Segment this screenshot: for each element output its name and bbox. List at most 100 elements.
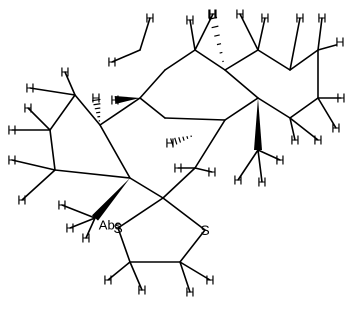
ring-bond	[164, 117, 226, 121]
hydrogen-atom-label: H	[331, 121, 340, 136]
h-c4a-bond	[317, 44, 337, 51]
hydrogen-atom-label: H	[25, 81, 34, 96]
ring-bond	[54, 169, 131, 179]
h-c9a-bond	[189, 19, 196, 51]
hash-stroke	[92, 98, 101, 102]
h-c6b-bond	[289, 117, 319, 141]
hash-stroke	[211, 25, 219, 29]
c7-methyl-wedge	[254, 98, 262, 150]
h-c21a-bond	[11, 159, 56, 171]
ring-bond	[49, 94, 76, 131]
h-c11b-bond	[111, 49, 141, 63]
ring-bond	[179, 229, 206, 263]
hydrogen-atom-label: H	[7, 123, 16, 138]
h-c4b-bond	[317, 17, 323, 51]
h-c23a-bond	[179, 261, 191, 293]
hydrogen-atom-label: H	[317, 11, 326, 26]
h-c2a-bond	[257, 17, 266, 51]
ring-bond	[164, 49, 196, 71]
hydrogen-atom-label: H	[173, 161, 182, 176]
hash-stroke	[178, 137, 182, 143]
methyl-h-bond	[69, 217, 96, 229]
hydrogen-atom-label: H	[165, 136, 174, 151]
sulfur-atom-label: S	[200, 222, 209, 238]
abs-stereo-label: Abs	[99, 218, 122, 233]
c17-methyl-wedge	[91, 178, 130, 221]
ring-bond	[162, 197, 206, 231]
h-c19a-bond	[64, 71, 76, 96]
sulfur-atom-label: S	[113, 220, 122, 236]
hydrogen-atom-label: H	[145, 11, 154, 26]
hydrogen-atom-label: H	[207, 7, 216, 22]
hash-stroke	[186, 135, 189, 139]
hydrogen-atom-label: H	[185, 285, 194, 300]
ring-bond	[257, 49, 291, 71]
hydrogen-atom-label: H	[17, 193, 26, 208]
hydrogen-atom-label: H	[260, 11, 269, 26]
h-c22b-bond	[129, 261, 143, 291]
hash-stroke	[208, 16, 218, 20]
hydrogen-atom-label: H	[233, 173, 242, 188]
methyl-h-bond	[61, 204, 96, 219]
h-c11a-bond	[139, 17, 151, 51]
hash-stroke	[96, 111, 101, 114]
bond-layer	[11, 13, 342, 293]
hydrogen-atom-label: H	[81, 231, 90, 246]
c12-wedge-h	[114, 96, 140, 104]
hash-stroke	[216, 43, 222, 46]
hash-stroke	[214, 34, 220, 37]
hydrogen-atom-label: H	[336, 91, 345, 106]
hydrogen-atom-label: H	[137, 283, 146, 298]
methyl-h-bond	[85, 217, 96, 239]
c14-hashed-h	[170, 135, 192, 147]
ring-bond	[49, 129, 56, 171]
hydrogen-atom-label: H	[235, 7, 244, 22]
hydrogen-atom-label: H	[57, 198, 66, 213]
h-c19b-bond	[29, 87, 76, 96]
hydrogen-atom-label: H	[335, 35, 344, 50]
hydrogen-atom-label: H	[107, 55, 116, 70]
ring-bond	[224, 97, 259, 121]
hydrogen-atom-label: H	[313, 133, 322, 148]
hydrogen-atom-label: H	[208, 7, 217, 22]
hash-stroke	[93, 103, 101, 106]
h-c21b-bond	[21, 169, 56, 201]
hydrogen-atom-label: H	[110, 93, 119, 108]
hash-stroke	[170, 138, 174, 147]
hydrogen-atom-label: H	[23, 101, 32, 116]
ring-bond	[194, 49, 226, 71]
ring-bond	[99, 124, 131, 179]
h-c5b-bond	[317, 97, 337, 129]
hydrogen-atom-label: H	[295, 11, 304, 26]
hash-stroke	[174, 137, 178, 145]
h-c15a-bond	[194, 167, 213, 173]
ring-bond	[257, 97, 291, 119]
ring-bond	[289, 97, 319, 119]
hydrogen-atom-label: H	[275, 153, 284, 168]
h-c23b-bond	[179, 261, 211, 281]
hydrogen-atom-label: H	[207, 165, 216, 180]
ring-bond	[117, 197, 164, 229]
methyl-h-bond	[257, 149, 263, 183]
h-c6a-bond	[289, 117, 296, 141]
hydrogen-atom-label: H	[60, 65, 69, 80]
h-c3a-bond	[289, 17, 301, 71]
ring-bond	[129, 177, 164, 199]
hydrogen-atom-label: H	[7, 153, 16, 168]
h-c20a-bond	[27, 107, 51, 131]
hydrogen-atom-label: H	[185, 13, 194, 28]
hydrogen-atom-label: H	[91, 91, 100, 106]
ring-bond	[139, 69, 166, 99]
hash-stroke	[94, 107, 101, 110]
c18-hashed-h	[92, 98, 101, 122]
methyl-h-bond	[237, 149, 259, 181]
c1-hashed-h	[208, 16, 224, 63]
ring-bond	[194, 119, 226, 169]
ring-bond	[224, 69, 259, 99]
ring-bond	[139, 97, 166, 119]
ring-bond	[289, 49, 319, 71]
ring-bond	[224, 49, 259, 71]
